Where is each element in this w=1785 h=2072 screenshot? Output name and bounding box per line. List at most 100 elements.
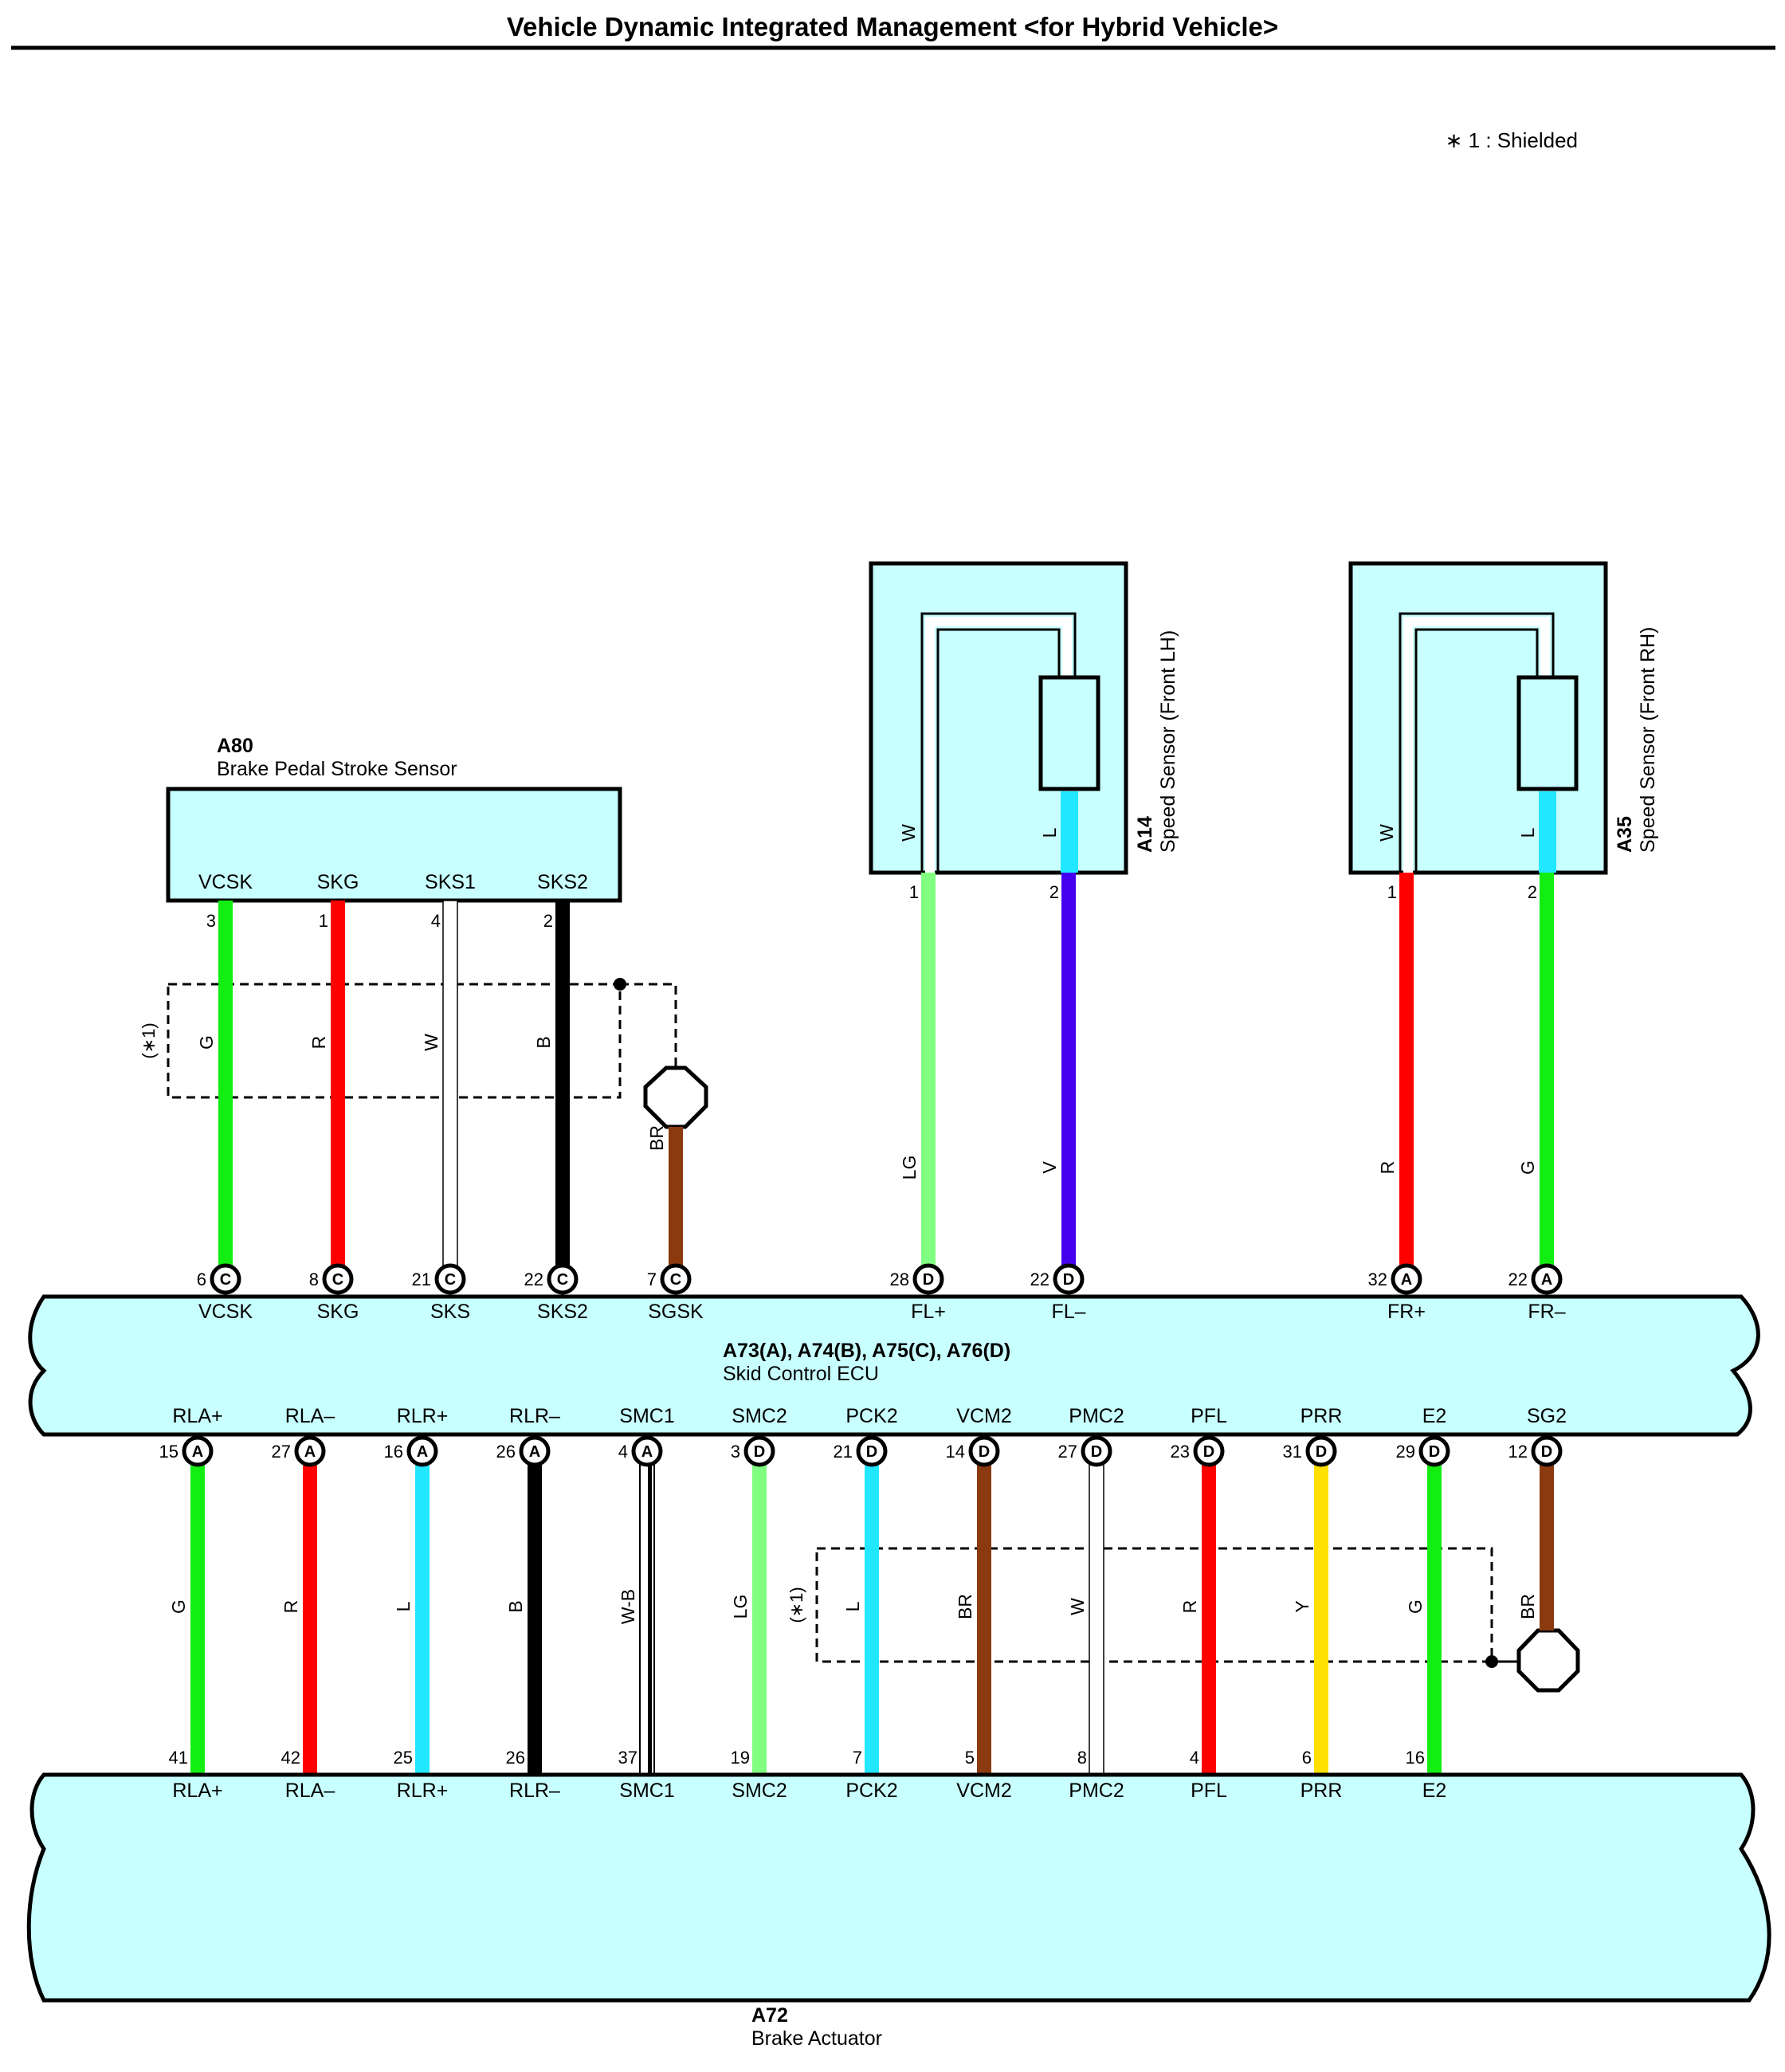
lower-wire-11-ecu-pin: 29: [1396, 1442, 1415, 1462]
upper-wire-1-from-pin: 1: [319, 911, 328, 931]
lower-wire-6-ecu-connector: [856, 1435, 888, 1467]
lower-wire-9-ecu-connector: [1193, 1435, 1225, 1467]
upper-wire-1-ecu-connector: [322, 1263, 354, 1295]
a72-id: A72: [751, 2004, 788, 2027]
lower-wire-12: [1540, 1465, 1554, 1631]
lower-wire-4: [639, 1464, 655, 1776]
act-pin-4: SMC1: [619, 1780, 674, 1802]
lower-wire-9-ecu-connector-letter: D: [1203, 1443, 1214, 1461]
ecu-top-pin-8: FR–: [1528, 1301, 1565, 1323]
a14-blue-lead: [1061, 791, 1078, 873]
shielded-note: ∗ 1 : Shielded: [1446, 128, 1578, 152]
upper-shield-drain: [620, 983, 677, 1068]
lower-wire-5-ecu-connector-letter: D: [754, 1443, 765, 1461]
ecu-bottom-pin-6: PCK2: [845, 1405, 897, 1427]
lower-wire-4-act-pin: 37: [618, 1748, 638, 1768]
lower-wire-6-act-pin: 7: [853, 1748, 862, 1768]
upper-wire-3-ecu-pin: 22: [524, 1269, 543, 1289]
lower-wire-0-act-pin: 41: [169, 1748, 188, 1768]
upper-wire-0-ecu-pin: 6: [197, 1269, 206, 1289]
a14-white-lead: [925, 617, 1072, 873]
upper-wire-7: [1399, 873, 1414, 1266]
a80-component-box: [166, 787, 622, 903]
a35-blue-lead: [1539, 791, 1556, 873]
lower-wire-5-ecu-connector: [743, 1435, 775, 1467]
skid-control-ecu-box: [28, 1294, 1760, 1437]
lower-wire-9-ecu-pin: 23: [1171, 1442, 1190, 1462]
lower-wire-12-ecu-connector-letter: D: [1541, 1443, 1552, 1461]
lower-wire-1-ecu-connector-letter: A: [304, 1443, 316, 1461]
ecu-bottom-pin-12: SG2: [1527, 1405, 1567, 1427]
upper-wire-4-ecu-connector-letter: C: [670, 1271, 681, 1289]
lower-wire-6: [865, 1465, 879, 1775]
upper-wire-5-code: LG: [899, 1156, 920, 1180]
a14-inner-code-l: L: [1039, 827, 1060, 838]
lower-wire-8-ecu-connector-letter: D: [1091, 1443, 1102, 1461]
upper-wire-0-code: G: [196, 1035, 217, 1050]
ecu-bottom-pin-3: RLR–: [509, 1405, 560, 1427]
upper-wire-8-ecu-connector-letter: A: [1541, 1271, 1552, 1289]
ecu-bottom-pin-1: RLA–: [285, 1405, 335, 1427]
act-pin-9: PFL: [1191, 1780, 1227, 1802]
lower-wire-7-code: BR: [955, 1594, 975, 1619]
lower-wire-0-ecu-connector: [182, 1435, 214, 1467]
lower-wire-1-ecu-pin: 27: [272, 1442, 291, 1462]
upper-shield-ground-icon: [643, 1065, 708, 1129]
upper-wire-0-from-pin: 3: [206, 911, 216, 931]
lower-wire-4-code: W-B: [618, 1589, 638, 1624]
a14-sensor-element: [1038, 675, 1100, 791]
lower-wire-5-code: LG: [730, 1595, 751, 1619]
lower-wire-4-tracer: [648, 1465, 652, 1775]
a35-name: Speed Sensor (Front RH): [1637, 627, 1659, 853]
upper-wire-0-ecu-connector-letter: C: [220, 1271, 231, 1289]
lower-wire-0-ecu-connector-letter: A: [192, 1443, 203, 1461]
lower-wire-3-ecu-connector: [519, 1435, 551, 1467]
upper-wire-4-code: BR: [646, 1125, 667, 1151]
lower-wire-3-code: B: [505, 1600, 526, 1612]
upper-wire-2-code: W: [421, 1034, 441, 1051]
a35-inner-code-l: L: [1517, 827, 1538, 838]
upper-wires: G3C6R1C8W4C21B2C22BRC7LG1D28V2D22R1A32G2…: [196, 873, 1563, 1295]
ecu-bottom-pin-10: PRR: [1300, 1405, 1343, 1427]
lower-wire-8: [1089, 1464, 1104, 1776]
upper-wire-3-from-pin: 2: [543, 911, 553, 931]
upper-wire-6-ecu-connector-letter: D: [1063, 1271, 1074, 1289]
a35-sensor-element: [1516, 675, 1579, 791]
act-pin-7: VCM2: [956, 1780, 1011, 1802]
upper-wire-3: [555, 901, 570, 1266]
upper-shield-label: (∗1): [139, 1022, 159, 1058]
upper-wire-8-code: G: [1517, 1160, 1538, 1175]
ecu-name: Skid Control ECU: [723, 1363, 879, 1385]
upper-wire-7-ecu-connector: [1391, 1263, 1422, 1295]
lower-wire-6-ecu-pin: 21: [834, 1442, 853, 1462]
upper-wire-8: [1540, 873, 1554, 1266]
act-pin-1: RLA–: [285, 1780, 335, 1802]
upper-wire-7-ecu-pin: 32: [1368, 1269, 1387, 1289]
lower-wire-8-code: W: [1067, 1598, 1088, 1615]
lower-wire-3-ecu-pin: 26: [496, 1442, 516, 1462]
upper-wire-6-code: V: [1039, 1161, 1060, 1174]
a80-pin-sks2: SKS2: [537, 871, 588, 893]
lower-wire-2-ecu-connector-letter: A: [417, 1443, 428, 1461]
lower-wire-2-code: L: [393, 1601, 414, 1611]
ecu-bottom-pin-7: VCM2: [956, 1405, 1011, 1427]
upper-wire-6-ecu-connector: [1053, 1263, 1085, 1295]
a14-id: A14: [1134, 816, 1156, 853]
upper-wire-8-ecu-connector: [1531, 1263, 1563, 1295]
lower-wire-10-act-pin: 6: [1302, 1748, 1312, 1768]
lower-wire-11-ecu-connector-letter: D: [1429, 1443, 1440, 1461]
ecu-top-pin-4: SGSK: [648, 1301, 704, 1323]
upper-wire-7-code: R: [1377, 1161, 1398, 1175]
lower-wire-0-ecu-pin: 15: [159, 1442, 178, 1462]
act-pin-3: RLR–: [509, 1780, 560, 1802]
a35-inner-code-w: W: [1376, 824, 1397, 842]
act-pin-5: SMC2: [732, 1780, 787, 1802]
upper-wire-2: [442, 900, 458, 1266]
act-pin-6: PCK2: [845, 1780, 897, 1802]
lower-wire-0: [190, 1465, 205, 1775]
lower-wire-1-code: R: [280, 1600, 301, 1614]
lower-wire-1-ecu-connector: [294, 1435, 326, 1467]
ecu-bottom-pin-9: PFL: [1191, 1405, 1227, 1427]
lower-shield-ground-icon: [1516, 1628, 1580, 1693]
upper-wire-4-ecu-connector: [660, 1263, 692, 1295]
